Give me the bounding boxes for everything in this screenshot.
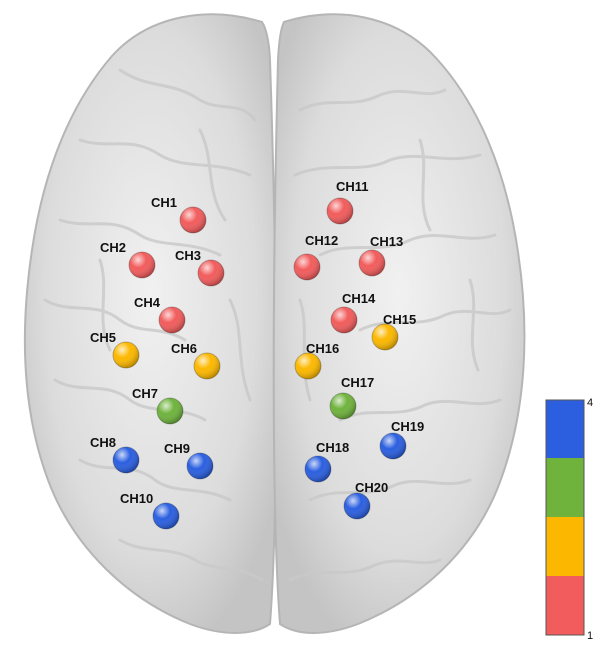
channel-label: CH18 — [316, 440, 349, 455]
channel-marker-shading — [294, 254, 320, 280]
channel-marker-shading — [180, 207, 206, 233]
channel-marker-shading — [159, 307, 185, 333]
colorbar-segment-4 — [546, 400, 584, 458]
channel-marker-shading — [380, 433, 406, 459]
colorbar-max-label: 4 — [587, 397, 593, 409]
colorbar-segment-2 — [546, 517, 584, 576]
channel-label: CH5 — [90, 330, 116, 345]
channel-marker-shading — [198, 260, 224, 286]
channel-marker-shading — [372, 324, 398, 350]
channel-label: CH8 — [90, 435, 116, 450]
colorbar-segment-1 — [546, 576, 584, 635]
channel-marker-shading — [113, 447, 139, 473]
channel-marker-shading — [153, 503, 179, 529]
channel-label: CH4 — [134, 295, 161, 310]
channel-label: CH11 — [336, 179, 369, 194]
channel-label: CH10 — [120, 491, 153, 506]
channel-marker-shading — [157, 398, 183, 424]
channel-label: CH7 — [132, 386, 158, 401]
channel-marker-shading — [129, 252, 155, 278]
channel-marker-shading — [113, 342, 139, 368]
channel-label: CH20 — [355, 480, 388, 495]
channel-label: CH16 — [306, 341, 339, 356]
colorbar: 4 1 — [546, 397, 593, 642]
channel-marker-shading — [305, 456, 331, 482]
colorbar-segment-3 — [546, 458, 584, 517]
colorbar-min-label: 1 — [587, 630, 593, 642]
channel-label: CH13 — [370, 234, 403, 249]
channel-label: CH15 — [383, 312, 416, 327]
channel-marker-shading — [359, 250, 385, 276]
channel-marker-shading — [194, 353, 220, 379]
channel-marker-shading — [187, 453, 213, 479]
channel-label: CH12 — [305, 233, 338, 248]
channel-label: CH9 — [164, 441, 190, 456]
channel-marker-shading — [295, 353, 321, 379]
channel-label: CH14 — [342, 291, 376, 306]
channel-marker-shading — [344, 493, 370, 519]
channel-marker-shading — [331, 307, 357, 333]
channel-label: CH6 — [171, 341, 197, 356]
channel-marker-shading — [327, 198, 353, 224]
channel-label: CH3 — [175, 248, 201, 263]
channel-label: CH19 — [391, 419, 424, 434]
channel-label: CH1 — [151, 195, 177, 210]
channel-label: CH2 — [100, 240, 126, 255]
channel-label: CH17 — [341, 375, 374, 390]
channel-marker-shading — [330, 393, 356, 419]
